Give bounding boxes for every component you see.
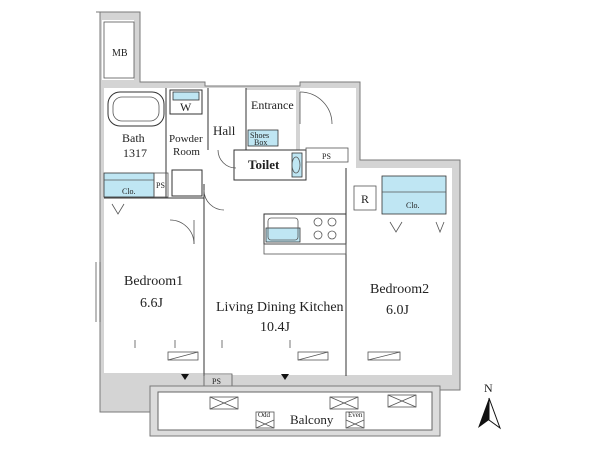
ldk-label: Living Dining Kitchen — [216, 300, 344, 315]
clo-left-label: Clo. — [122, 187, 136, 196]
right-closet: Clo. — [381, 175, 447, 234]
interior-walls — [104, 168, 347, 376]
bath-size-label: 1317 — [123, 146, 147, 160]
left-closet: Clo. PS — [103, 172, 169, 215]
odd-label: Odd — [258, 411, 271, 419]
balcony-label: Balcony — [290, 412, 334, 427]
toilet-label: Toilet — [248, 157, 280, 172]
bedroom2-size: 6.0J — [386, 303, 410, 318]
powder-label-1: Powder — [169, 133, 203, 145]
ps-top-label: PS — [322, 152, 331, 161]
entrance-label: Entrance — [251, 98, 294, 112]
ps-bottom-label: PS — [212, 377, 221, 386]
ps-top: PS — [305, 147, 349, 163]
outer-walls — [96, 11, 461, 413]
even-label: Even — [348, 411, 363, 419]
bedroom2-label: Bedroom2 — [370, 282, 429, 297]
bedroom1-label: Bedroom1 — [124, 274, 183, 289]
bedroom1-size: 6.6J — [140, 296, 164, 311]
mb-room: MB — [103, 21, 135, 79]
clo-right-label: Clo. — [406, 201, 420, 210]
refrigerator-label: R — [361, 192, 369, 206]
powder-room: Powder Room — [165, 88, 203, 198]
washer: W — [169, 89, 203, 115]
refrigerator-space: R — [353, 185, 377, 211]
mb-label: MB — [112, 48, 128, 59]
ps-left-label: PS — [156, 181, 165, 190]
ldk-size: 10.4J — [260, 320, 291, 335]
powder-label-2: Room — [173, 146, 200, 158]
balcony: Odd Even Balcony — [149, 385, 441, 437]
north-arrow-icon: N — [478, 381, 502, 430]
shoes-label-1: Shoes — [250, 131, 269, 140]
washer-label: W — [180, 100, 192, 114]
window-markers — [95, 262, 401, 361]
shoes-label-2: Box — [254, 138, 267, 147]
hall-label: Hall — [213, 123, 236, 138]
north-label: N — [484, 381, 493, 395]
bathtub: Bath 1317 — [107, 91, 165, 160]
bath-label: Bath — [122, 131, 145, 145]
hall: Hall — [207, 88, 247, 150]
entrance: Entrance Shoes Box — [247, 91, 333, 147]
toilet-room: Toilet — [217, 149, 307, 181]
kitchen-counter — [263, 213, 347, 255]
